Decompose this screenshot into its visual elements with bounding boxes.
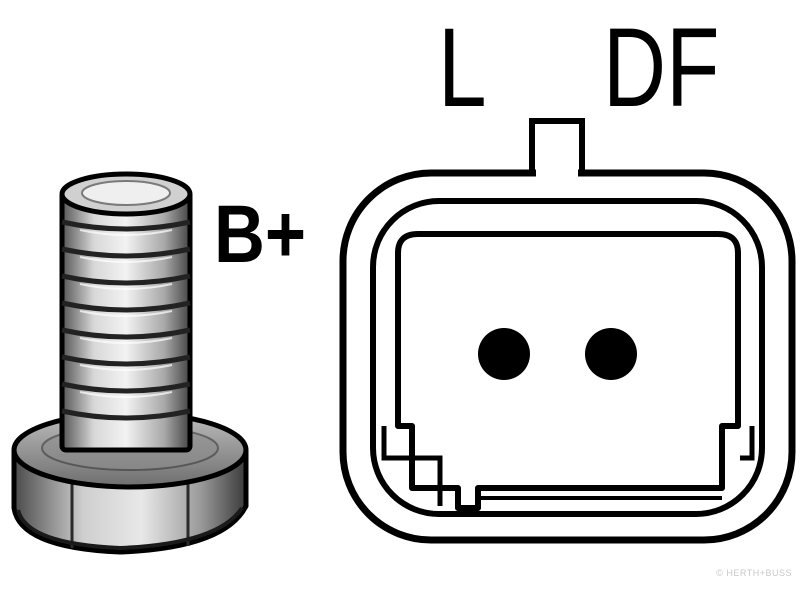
terminal-b-plus-label: B+	[214, 189, 307, 280]
terminal-df-label: DF	[603, 5, 720, 130]
threaded-bolt-icon	[11, 171, 249, 555]
watermark: © HERTH+BUSS	[716, 568, 792, 578]
two-pin-plug-connector-icon	[339, 118, 796, 544]
pin-df	[585, 328, 637, 380]
terminal-l-label: L	[438, 5, 487, 130]
pin-l	[478, 328, 530, 380]
